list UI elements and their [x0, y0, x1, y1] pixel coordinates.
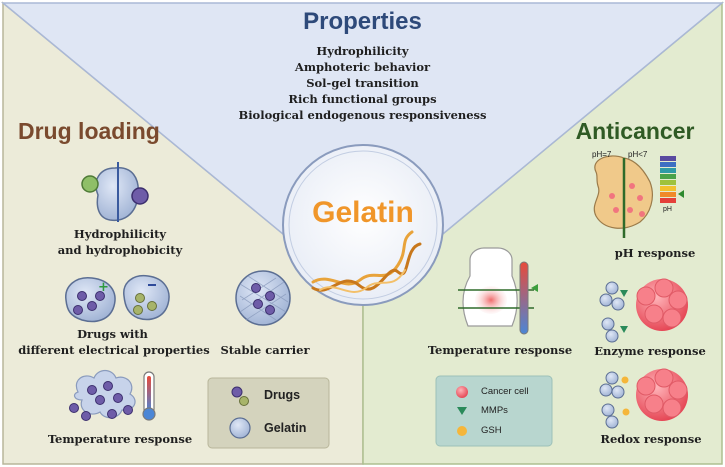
drug-loading-legend — [207, 377, 330, 449]
legend-mmps-label: MMPs — [481, 405, 508, 416]
svg-text:+: + — [98, 280, 109, 295]
anticancer-title: Anticancer — [575, 118, 695, 144]
property-item: Amphoteric behavior — [294, 60, 431, 74]
negative-drug-carrier-icon — [123, 274, 170, 321]
gel-temperature-icon — [69, 369, 136, 421]
property-item: Biological endogenous responsiveness — [238, 108, 487, 122]
legend-gsh-label: GSH — [481, 425, 502, 436]
ph-scale-label: pH — [663, 206, 672, 213]
stable-carrier-icon — [235, 270, 291, 326]
ph-response-icon — [593, 155, 653, 238]
redox-response-label: Redox response — [600, 432, 702, 446]
stable-carrier-label: Stable carrier — [220, 343, 310, 357]
drug-loading-title: Drug loading — [18, 118, 160, 144]
enzyme-response-label: Enzyme response — [594, 344, 706, 358]
property-item: Sol-gel transition — [306, 76, 419, 90]
redox-response-icon — [599, 368, 688, 429]
legend-gelatin-label: Gelatin — [264, 421, 307, 435]
ph-acidic-label: pH<7 — [628, 150, 648, 159]
anticancer-legend — [435, 375, 553, 447]
charged-drugs-label: Drugs with — [77, 327, 148, 341]
hydrophobicity-label: and hydrophobicity — [57, 243, 183, 257]
hydrophilicity-icon — [81, 162, 149, 222]
gel-temperature-label: Temperature response — [47, 432, 193, 446]
gelatin-title: Gelatin — [312, 196, 414, 229]
charged-drugs-label-line2: different electrical properties — [18, 343, 210, 357]
thermometer-icon — [519, 261, 538, 335]
enzyme-response-icon — [599, 278, 688, 343]
positive-drug-carrier-icon: + — [65, 277, 116, 323]
ph-scale-icon — [660, 156, 684, 203]
gelatin-circle — [282, 144, 444, 306]
hydrophilicity-label: Hydrophilicity — [73, 227, 167, 241]
property-item: Rich functional groups — [288, 92, 437, 106]
tumor-temperature-label: Temperature response — [427, 343, 573, 357]
ph-neutral-label: pH=7 — [592, 150, 612, 159]
gelatin-helix-icon — [311, 230, 422, 293]
property-item: Hydrophilicity — [316, 44, 409, 58]
ph-response-label: pH response — [614, 246, 696, 260]
thermometer-icon — [142, 371, 156, 421]
legend-cancer-cell-label: Cancer cell — [481, 386, 529, 397]
properties-title: Properties — [303, 8, 422, 35]
legend-drugs-label: Drugs — [264, 388, 301, 402]
